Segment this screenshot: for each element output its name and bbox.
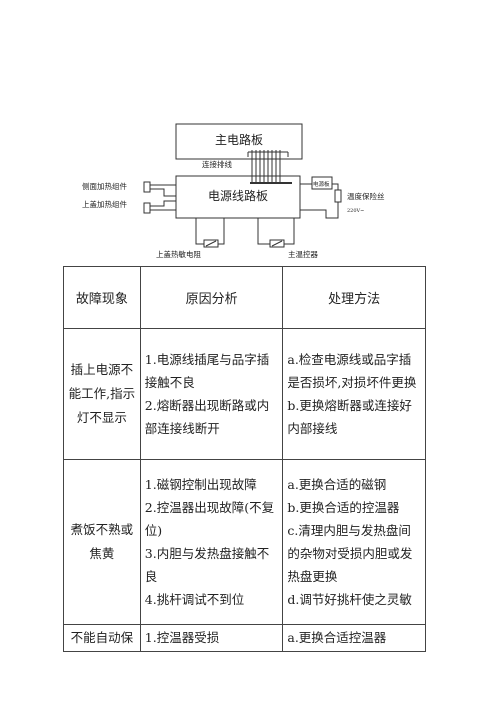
fuse-element [334, 189, 342, 203]
fix-cell: a.更换合适的磁钢 b.更换合适的控温器 c.清理内胆与发热盘间的杂物对受损内胆… [282, 459, 426, 625]
cause-item: 1.磁钢控制出现故障 [144, 477, 257, 492]
symptom-cell: 插上电源不能工作,指示灯不显示 [63, 328, 141, 460]
cause-cell: 1.磁钢控制出现故障 2.控温器出现故障(不复位) 3.内胆与发热盘接触不良 4… [139, 459, 284, 625]
table-row: 煮饭不熟或焦黄 1.磁钢控制出现故障 2.控温器出现故障(不复位) 3.内胆与发… [63, 459, 426, 625]
connector-cable-label: 连接排线 [202, 159, 232, 169]
cause-item: 1.控温器受损 [144, 630, 220, 645]
fix-item: a.更换合适控温器 [287, 630, 387, 645]
cause-item: 2.控温器出现故障(不复位) [144, 500, 275, 538]
symptom-cell: 煮饭不熟或焦黄 [63, 459, 141, 625]
side-heater-element [143, 181, 151, 193]
fix-item: a.更换合适的磁钢 [287, 477, 387, 492]
power-board-label: 电源线路板 [208, 188, 268, 203]
lid-sensor-label: 上盖热敏电阻 [156, 249, 201, 259]
side-heater-label: 侧面加热组件 [82, 181, 127, 191]
table-header-row: 故障现象 原因分析 处理方法 [63, 266, 426, 329]
cause-cell: 1.控温器受损 [139, 624, 284, 652]
fix-item: b.更换合适的控温器 [287, 500, 400, 515]
circuit-diagram: 主电路板 连接排线 电源线路板 侧面加热组件 上盖加热组件 电源板 温度保险丝 … [82, 123, 385, 259]
cause-item: 2.熔断器出现断路或内部连接线断开 [144, 398, 270, 436]
fix-cell: a.更换合适控温器 [282, 624, 426, 652]
main-board-box [175, 123, 303, 160]
fix-item: b.更换熔断器或连接好内部接线 [287, 398, 412, 436]
table-row: 插上电源不能工作,指示灯不显示 1.电源线插尾与品字插接触不良 2.熔断器出现断… [63, 328, 426, 460]
thermostat-label: 主温控器 [288, 249, 318, 259]
header-cause: 原因分析 [139, 266, 284, 329]
fix-item: a.检查电源线或品字插是否损坏,对损坏件更换 [287, 352, 417, 390]
top-heater-label: 上盖加热组件 [82, 199, 127, 209]
fix-item: d.调节好挑杆使之灵敏 [287, 592, 412, 607]
top-heater-element [143, 202, 151, 214]
voltage-label: 220V~ [347, 208, 364, 214]
connector-cable [247, 150, 289, 184]
symptom-cell: 不能自动保 [63, 624, 141, 652]
cause-item: 3.内胆与发热盘接触不良 [144, 546, 270, 584]
small-module-box [311, 176, 333, 190]
power-board-box [175, 175, 301, 219]
fix-item: c.清理内胆与发热盘间的杂物对受损内胆或发热盘更换 [287, 523, 413, 584]
table-row: 不能自动保 1.控温器受损 a.更换合适控温器 [63, 624, 426, 652]
fault-table: 故障现象 原因分析 处理方法 插上电源不能工作,指示灯不显示 1.电源线插尾与品… [63, 266, 426, 652]
cause-cell: 1.电源线插尾与品字插接触不良 2.熔断器出现断路或内部连接线断开 [139, 328, 284, 460]
cause-item: 1.电源线插尾与品字插接触不良 [144, 352, 270, 390]
small-module-label: 电源板 [313, 180, 330, 188]
cause-item: 4.挑杆调试不到位 [144, 592, 245, 607]
header-fix: 处理方法 [282, 266, 426, 329]
fuse-label: 温度保险丝 [347, 191, 385, 201]
header-symptom: 故障现象 [63, 266, 141, 329]
fix-cell: a.检查电源线或品字插是否损坏,对损坏件更换 b.更换熔断器或连接好内部接线 [282, 328, 426, 460]
main-board-label: 主电路板 [215, 132, 263, 147]
